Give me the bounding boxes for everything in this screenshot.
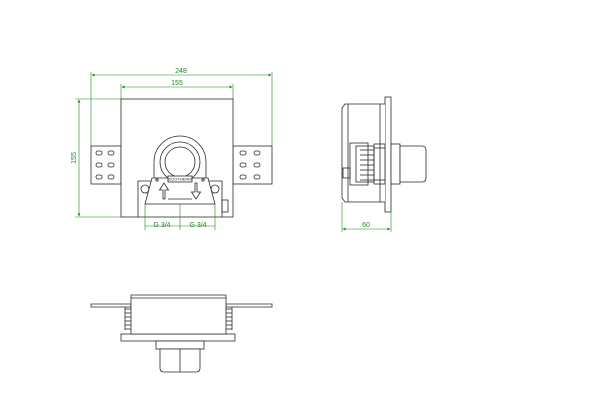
left-screw [140,184,150,194]
right-screw [210,184,220,194]
side-dimensions [341,202,392,232]
port-right-text: G 3/4 [189,222,206,229]
dim-height-text: 155 [71,152,78,164]
side-housing [341,103,385,203]
dim-248-text: 248 [175,68,187,75]
left-marker [155,178,159,182]
valve-label-plate [167,175,193,183]
right-tab [221,199,229,213]
left-mounting-bracket [90,145,122,185]
top-box [130,294,227,335]
top-knob-base [155,340,205,350]
port-left-text: G 3/4 [153,222,170,229]
right-marker [201,178,205,182]
valve-body [144,177,216,205]
side-view [341,96,427,213]
down-arrow-icon [190,182,202,200]
front-dimension-texts: 248 155 155 G 3/4 G 3/4 [71,68,207,229]
top-wall-plate [120,333,236,342]
dim-155-text: 155 [171,80,183,87]
side-knob [399,145,427,183]
top-right-flange [225,303,273,308]
top-left-flange [90,303,132,308]
top-left-comb [124,307,131,330]
top-view [90,294,273,373]
top-right-comb [226,307,233,330]
dim-depth-text: 60 [362,222,370,229]
right-mounting-bracket [232,145,273,185]
body-label: DUOTHERM [168,177,191,182]
front-dimensions [75,72,273,230]
inner-frame [137,135,223,217]
side-wall-plate [384,96,392,213]
front-view: DUOTHERM [90,98,273,218]
side-mechanism [342,142,386,186]
side-knob-base [390,143,401,185]
up-arrow-icon [158,182,170,200]
